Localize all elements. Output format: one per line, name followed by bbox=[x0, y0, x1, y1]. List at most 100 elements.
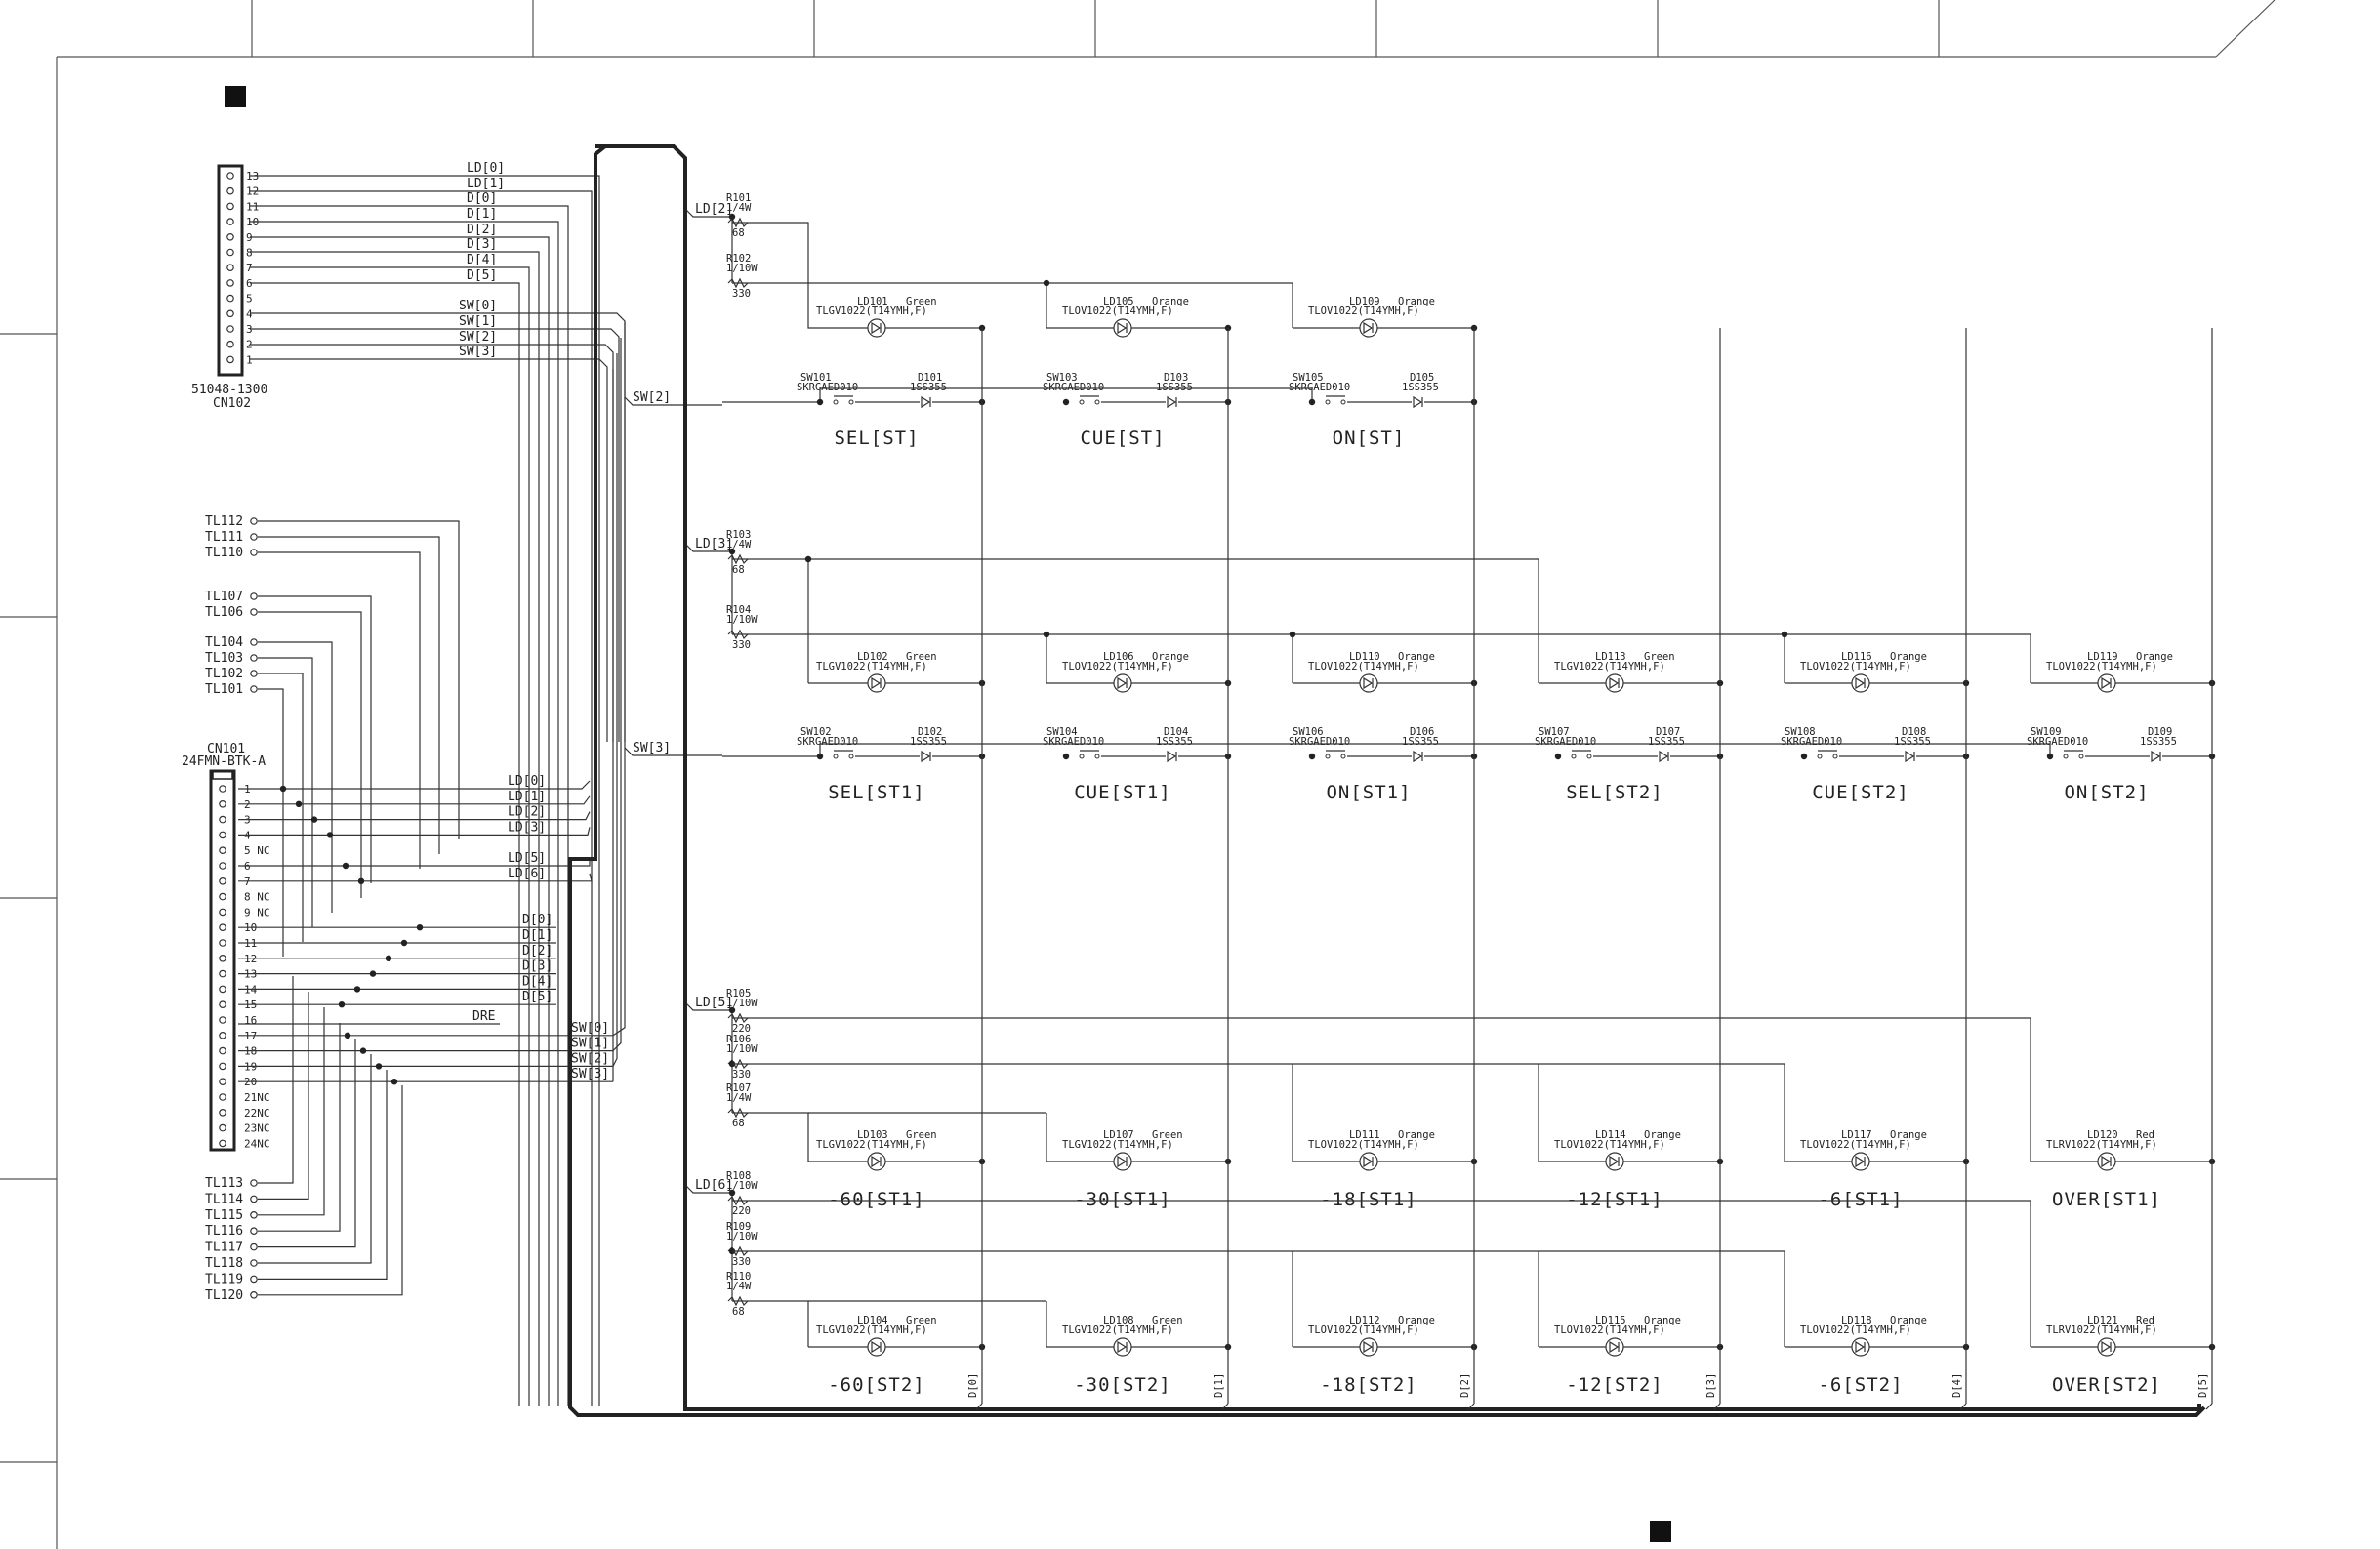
r105-watt: 1/10W bbox=[726, 998, 758, 1009]
cn101-pin-ring bbox=[219, 1139, 226, 1148]
row1-led-2-part: TLOV1022(T14YMH,F) bbox=[1308, 306, 1419, 317]
bus-tap-label: SW[3] bbox=[633, 741, 671, 755]
row3-led-3-body bbox=[1605, 1152, 1624, 1171]
cn102-net-drop bbox=[500, 251, 540, 1406]
column-to-bus bbox=[2205, 1403, 2213, 1410]
cn101-ref: CN101 bbox=[207, 742, 245, 756]
bus-tap-label: LD[5] bbox=[695, 996, 733, 1010]
cn102-pin-number: 7 bbox=[246, 262, 253, 274]
r110-value: 68 bbox=[732, 1306, 745, 1318]
cn102-pin-ring bbox=[226, 186, 234, 195]
row2-led-1-body bbox=[1113, 673, 1132, 693]
row3-led-2-part: TLOV1022(T14YMH,F) bbox=[1308, 1139, 1419, 1151]
r102-watt: 1/10W bbox=[726, 263, 758, 274]
row1-led-0-color: Green bbox=[906, 296, 937, 307]
row2-sw-2-part: SKRGAED010 bbox=[1289, 736, 1350, 748]
row3-led-1-part: TLGV1022(T14YMH,F) bbox=[1062, 1139, 1173, 1151]
cn101-pin-ring bbox=[219, 785, 226, 793]
row3-led-1-symbol bbox=[1117, 1155, 1128, 1168]
cn101-pin-ring bbox=[219, 1109, 226, 1117]
column-net-label: D[2] bbox=[1459, 1373, 1471, 1398]
cn102-net-drop bbox=[500, 175, 600, 1406]
row4-led-5-ref: LD121 bbox=[2087, 1315, 2118, 1326]
cn101-pin-ring bbox=[219, 1093, 226, 1101]
junction-dot bbox=[342, 862, 349, 870]
row2-led-5-color: Orange bbox=[2136, 651, 2173, 663]
cn102-pin-ring bbox=[226, 309, 234, 318]
bus-tap-label: LD[6] bbox=[695, 1178, 733, 1193]
r104-watt: 1/10W bbox=[726, 614, 758, 626]
row1-led-0-ref: LD101 bbox=[857, 296, 888, 307]
cn102-sw-drop bbox=[500, 328, 620, 742]
junction-dot bbox=[728, 1006, 736, 1014]
testpoint-label: TL107 bbox=[205, 590, 243, 604]
row2-sw-link bbox=[819, 743, 2051, 756]
testpoint-wire bbox=[258, 536, 440, 854]
testpoint-label: TL119 bbox=[205, 1272, 243, 1286]
testpoint-label: TL111 bbox=[205, 530, 243, 545]
testpoint-ring bbox=[250, 1211, 258, 1219]
cn101-key bbox=[212, 770, 233, 780]
row1-led-1-part: TLOV1022(T14YMH,F) bbox=[1062, 306, 1173, 317]
column-to-bus bbox=[975, 1403, 983, 1410]
row1-sw-0-diode bbox=[921, 395, 931, 409]
cn101-ld-label: LD[3] bbox=[508, 820, 546, 835]
row3-led-0-color: Green bbox=[906, 1129, 937, 1141]
row2-led-1-color: Orange bbox=[1152, 651, 1189, 663]
bus-tap-label: SW[2] bbox=[633, 390, 671, 405]
row3-led-0-body bbox=[867, 1152, 886, 1171]
cn101-ld-to-bus bbox=[547, 780, 591, 790]
cn102-pin-ring bbox=[226, 202, 234, 211]
row3-led-0-ref: LD103 bbox=[857, 1129, 888, 1141]
junction-dot bbox=[728, 548, 736, 555]
cn102-pin-ring bbox=[226, 248, 234, 257]
cn102-pin-number: 11 bbox=[246, 200, 259, 213]
row2-sw-5-ref: SW109 bbox=[2031, 726, 2062, 738]
r106-watt: 1/10W bbox=[726, 1043, 758, 1055]
cn101-dre-label: DRE bbox=[472, 1009, 495, 1024]
cn102-net-label: D[2] bbox=[467, 223, 497, 237]
row4-led-1-part: TLGV1022(T14YMH,F) bbox=[1062, 1325, 1173, 1336]
testpoint-label: TL115 bbox=[205, 1208, 243, 1223]
bus-tap-wire bbox=[684, 208, 732, 218]
cn102-net-label: D[0] bbox=[467, 191, 497, 206]
row3-led-2-body bbox=[1359, 1152, 1378, 1171]
row4-led-0-part: TLGV1022(T14YMH,F) bbox=[816, 1325, 927, 1336]
cn101-pin-ring bbox=[219, 1123, 226, 1132]
junction-dot bbox=[375, 1063, 383, 1070]
testpoint-ring bbox=[250, 1275, 258, 1284]
cn102-pin-number: 2 bbox=[246, 339, 253, 351]
cn102-pin-ring bbox=[226, 172, 234, 180]
cn101-pin-ring bbox=[219, 876, 226, 885]
testpoint-wire bbox=[258, 1070, 388, 1281]
cn102-pin-ring bbox=[226, 294, 234, 303]
cn102-net-drop bbox=[500, 282, 520, 1406]
testpoint-ring bbox=[250, 638, 258, 646]
testpoint-ring bbox=[250, 1195, 258, 1203]
row3-led-4-body bbox=[1851, 1152, 1870, 1171]
cn101-pin-ring bbox=[219, 1000, 226, 1009]
cn101-d-label: D[4] bbox=[522, 974, 553, 989]
cn101-pin-number: 9 NC bbox=[244, 906, 270, 918]
testpoint-wire bbox=[258, 1054, 372, 1264]
row2-function-label: SEL[ST2] bbox=[1566, 782, 1663, 803]
row2-sw-2-diode-ref: D106 bbox=[1410, 726, 1434, 738]
row1-r102-feed bbox=[732, 282, 1293, 328]
junction-dot bbox=[400, 939, 408, 947]
column-net-label: D[3] bbox=[1705, 1373, 1717, 1398]
row3-led-1-color: Green bbox=[1152, 1129, 1183, 1141]
cn102-net-label: D[1] bbox=[467, 207, 497, 222]
row2-led-0-body bbox=[867, 673, 886, 693]
row1-r101-feed bbox=[732, 222, 868, 329]
testpoint-wire bbox=[258, 1039, 356, 1248]
r101-ref: R101 bbox=[726, 192, 751, 204]
row4-led-5-body bbox=[2097, 1337, 2116, 1357]
row2-led-2-part: TLOV1022(T14YMH,F) bbox=[1308, 661, 1419, 673]
column-to-bus bbox=[1221, 1403, 1229, 1410]
row4-led-3-color: Orange bbox=[1644, 1315, 1681, 1326]
cn101-sw-label: SW[3] bbox=[571, 1067, 609, 1081]
row2-sw-0-diode bbox=[921, 750, 931, 763]
cn101-pin-ring bbox=[219, 1062, 226, 1071]
row3-led-2-symbol bbox=[1363, 1155, 1374, 1168]
r101-value: 68 bbox=[732, 227, 745, 239]
